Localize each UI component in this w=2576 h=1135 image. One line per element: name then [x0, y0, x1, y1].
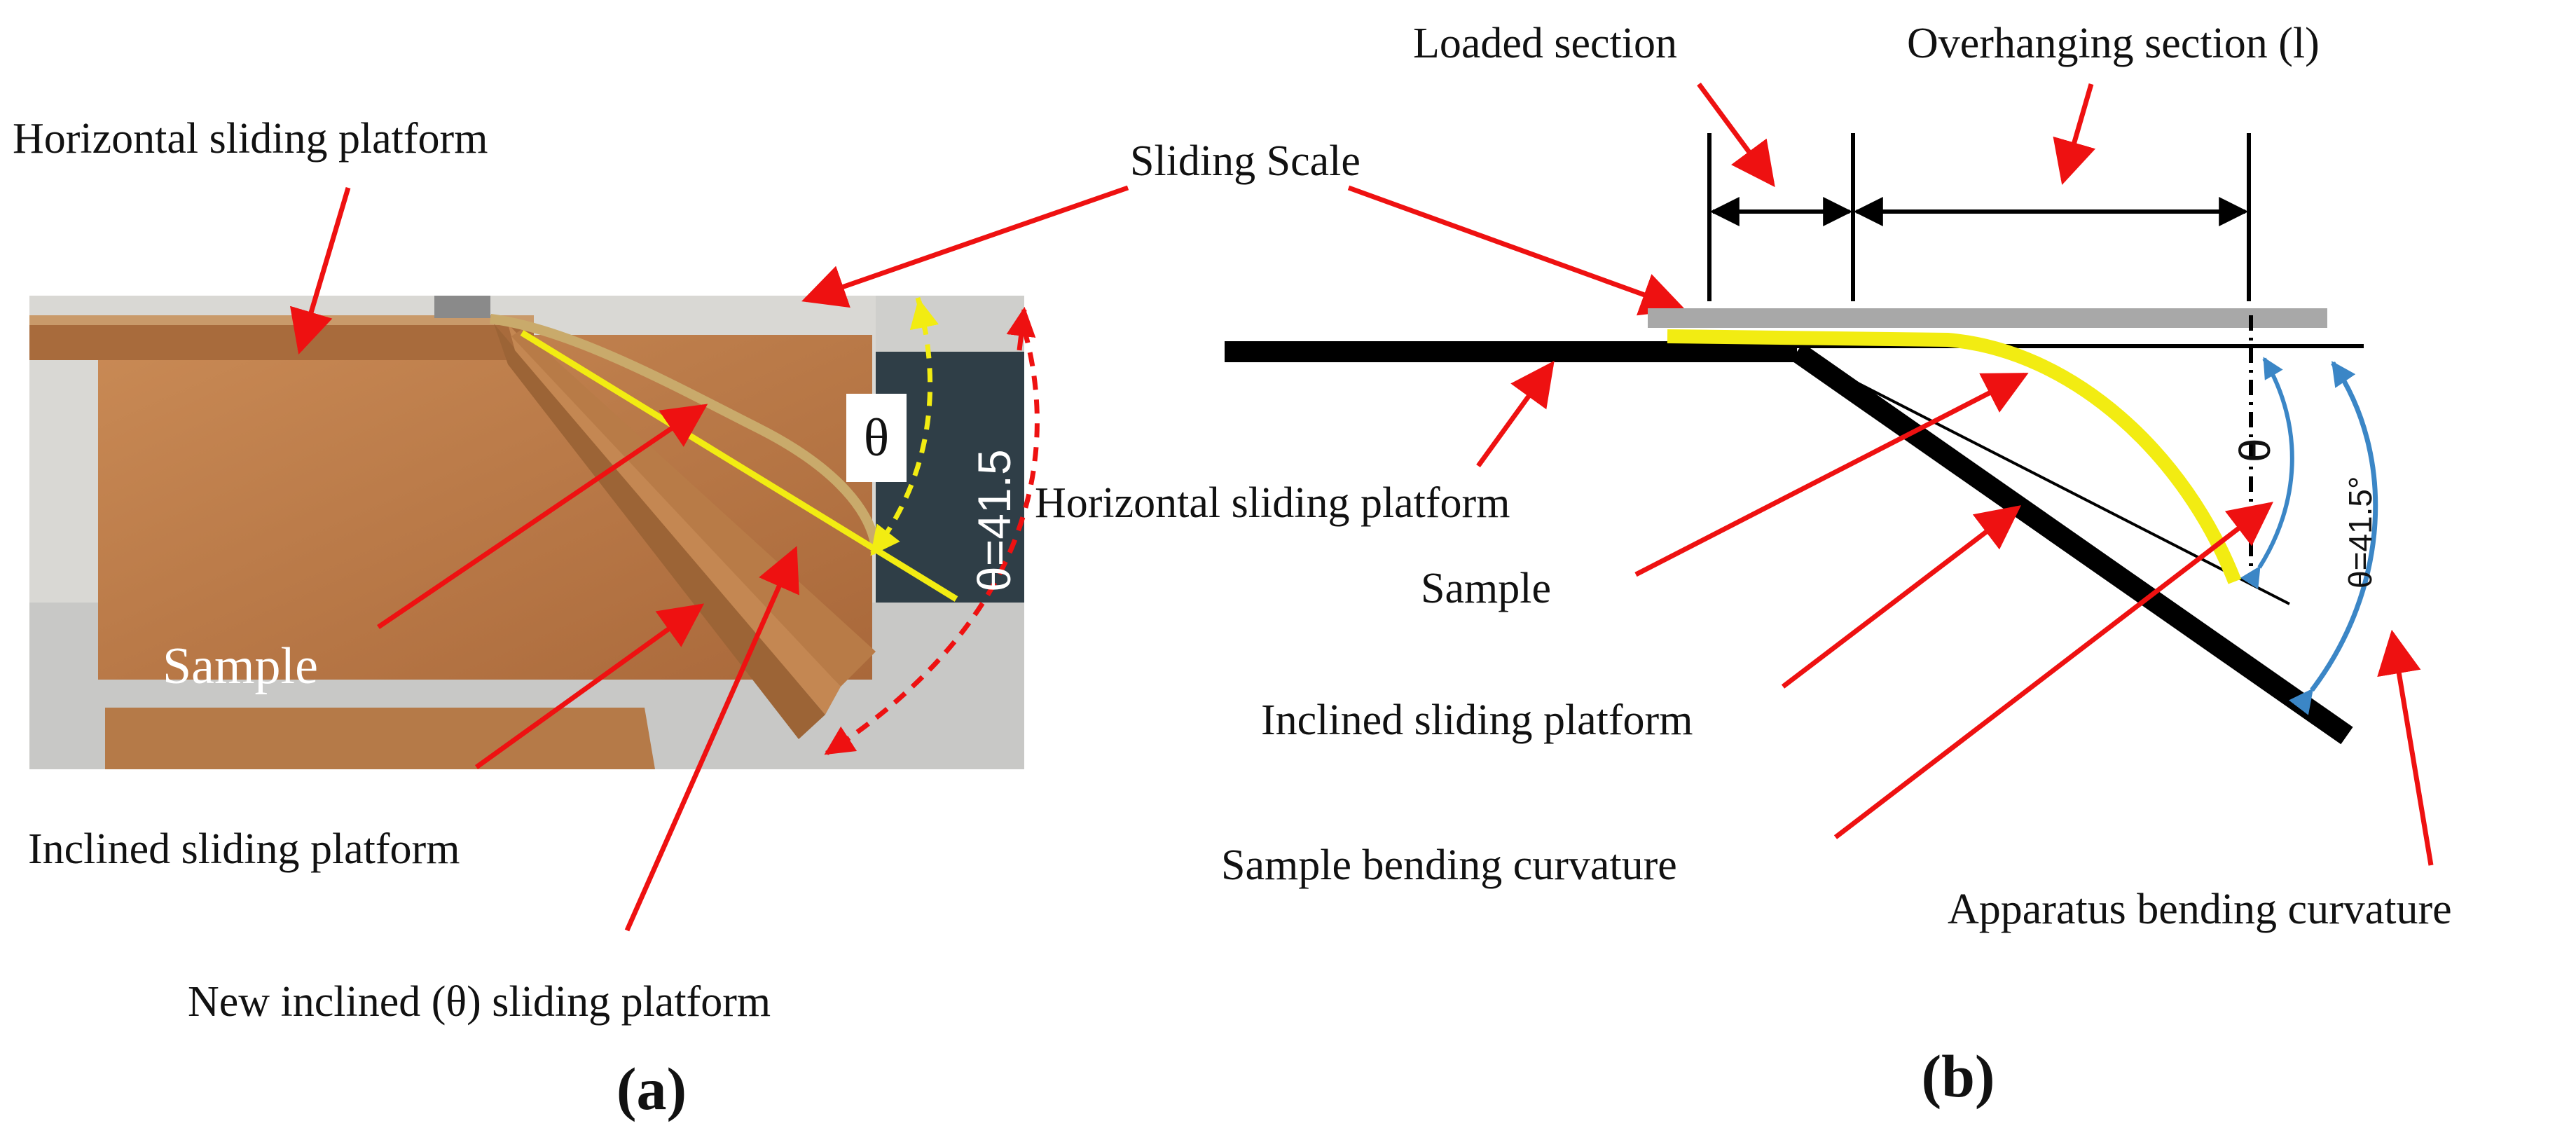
- sample-b: [1667, 329, 2242, 584]
- sample-label-a: Sample: [163, 638, 318, 695]
- sample-angle-arc: [2240, 357, 2294, 589]
- panel-a-caption: (a): [617, 1055, 687, 1122]
- arrow-apparatus-bending-curvature: [2377, 629, 2434, 866]
- loaded-section-label: Loaded section: [1413, 20, 1677, 67]
- arrow-sample-bending-curvature: [1833, 502, 2274, 839]
- arrow-inclined-platform-a: [474, 603, 705, 769]
- apparatus-angle-arc: [2289, 361, 2378, 715]
- sample-label-b: Sample: [1421, 565, 1551, 612]
- overhanging-section-label: Overhanging section (l): [1907, 20, 2320, 67]
- angle-label-b: θ=41.5°: [2342, 476, 2378, 589]
- arrow-new-inclined-platform: [624, 546, 799, 932]
- new-inclined-platform-label: New inclined (θ) sliding platform: [188, 978, 771, 1026]
- arrow-horizontal-platform-b: [1476, 360, 1555, 468]
- theta-label-a: θ: [864, 408, 889, 467]
- angle-label-a: θ=41.5: [968, 449, 1020, 592]
- theta-label-box: [846, 394, 907, 482]
- arrow-sliding-scale-a: [801, 185, 1129, 308]
- arrow-loaded-section: [1697, 82, 1775, 188]
- panel-a-photo: [29, 296, 1040, 769]
- arrow-sliding-scale-b: [1347, 185, 1686, 316]
- inclined-platform-label-a: Inclined sliding platform: [28, 825, 460, 873]
- horizontal-platform-label-a: Horizontal sliding platform: [13, 115, 488, 163]
- panel-a-arrows: [289, 185, 1686, 932]
- sample-chord-line: [1800, 352, 2290, 605]
- apparatus-bending-curvature-label: Apparatus bending curvature: [1948, 886, 2452, 933]
- theta-label-b: θ: [2231, 439, 2280, 462]
- sliding-scale-bar: [1648, 308, 2327, 328]
- sample-bending-curvature-label: Sample bending curvature: [1221, 841, 1677, 889]
- arrow-sample-b: [1634, 372, 2029, 577]
- arrow-horizontal-platform-a: [289, 187, 351, 355]
- inclined-platform-label-b: Inclined sliding platform: [1261, 696, 1693, 744]
- panel-b-schematic: [1225, 133, 2378, 745]
- sliding-scale-label: Sliding Scale: [1130, 137, 1361, 185]
- arrow-sample-a: [377, 404, 708, 629]
- inclined-platform-b: [1791, 343, 2353, 745]
- arrow-overhanging-section: [2053, 83, 2096, 186]
- panel-b-arrows: [1476, 82, 2434, 866]
- horizontal-platform-label-b: Horizontal sliding platform: [1035, 479, 1510, 527]
- panel-b-caption: (b): [1921, 1043, 1995, 1110]
- arrow-inclined-platform-b: [1781, 505, 2022, 689]
